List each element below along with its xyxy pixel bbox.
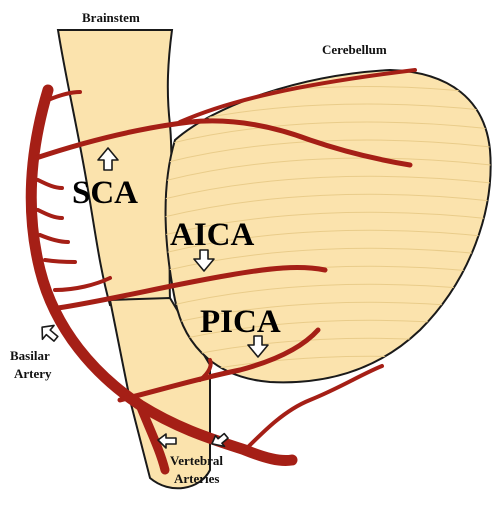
perforating-branch-3: [40, 235, 68, 242]
aica-label: AICA: [170, 217, 255, 253]
perforating-branch-4: [45, 260, 75, 262]
cerebellum-label: Cerebellum: [322, 42, 387, 57]
sca-label: SCA: [72, 175, 138, 211]
perforating-branch-2: [38, 210, 62, 218]
basilar-label-line1: Basilar: [10, 348, 50, 363]
basilar-label-line2: Artery: [14, 366, 52, 381]
pica-label: PICA: [200, 304, 281, 340]
perforating-branch-1: [38, 180, 62, 188]
perforating-branch-5: [55, 278, 110, 290]
vertebral-label-line2: Arteries: [174, 471, 219, 486]
vertebral-label-line1: Vertebral: [170, 453, 223, 468]
brainstem-label: Brainstem: [82, 10, 140, 25]
